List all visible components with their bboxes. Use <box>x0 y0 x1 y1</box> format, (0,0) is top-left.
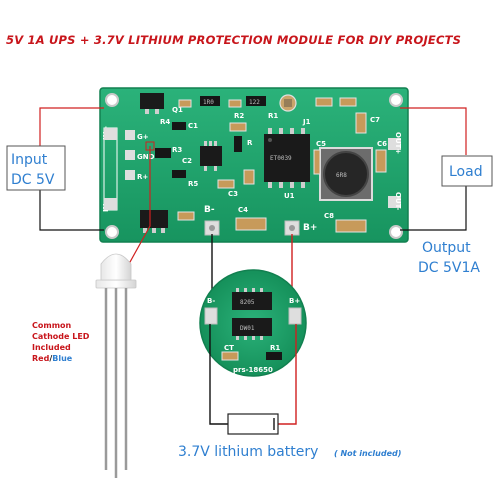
battery-label: 3.7V lithium battery <box>178 444 318 460</box>
battery-symbol <box>227 413 279 435</box>
load-callout-box <box>441 155 493 187</box>
prot-model: prs-18650 <box>233 366 273 374</box>
chip-mark: ET0039 <box>270 155 292 162</box>
mounting-hole <box>389 93 403 107</box>
silk-b-minus: B- <box>204 205 215 215</box>
prot-chip-8205 <box>232 292 272 310</box>
silk-c6: C6 <box>377 140 387 148</box>
resistor-r5 <box>172 170 186 178</box>
mounting-hole <box>105 93 119 107</box>
page-title: 5V 1A UPS + 3.7V LITHIUM PROTECTION MODU… <box>6 33 461 47</box>
pad-r-plus <box>125 170 135 180</box>
silk-r-plus: R+ <box>137 173 148 181</box>
output-minus-wire <box>400 186 467 231</box>
prot-chip-mark-1: 8205 <box>240 299 255 306</box>
silk-u1: U1 <box>284 192 295 200</box>
silk-r4: R4 <box>160 118 170 126</box>
led-note-line2: Cathode LED <box>32 332 90 341</box>
battery-note: ( Not included) <box>334 449 401 458</box>
silk-c8: C8 <box>324 212 334 220</box>
led-note-sep: / <box>49 354 52 363</box>
pad-out-minus <box>388 196 401 208</box>
pad-in-minus <box>104 198 117 210</box>
led-component <box>95 253 137 478</box>
protection-board: B- B+ 8205 DW01 CT R1 prs-18650 <box>199 269 307 377</box>
input-minus-wire <box>39 190 104 231</box>
input-label-line2: DC 5V <box>11 172 55 188</box>
capacitor-top-right <box>315 97 333 107</box>
prot-pad-b-plus <box>288 307 302 325</box>
mounting-hole <box>105 225 119 239</box>
prot-pad-b-minus <box>204 307 218 325</box>
pad-out-plus <box>388 138 401 150</box>
resistor-mark-1r0: 1R0 <box>203 99 214 106</box>
silk-r3: R3 <box>172 146 182 154</box>
silk-r1: R1 <box>268 112 278 120</box>
silk-r2: R2 <box>234 112 244 120</box>
transistor-q1 <box>140 93 164 109</box>
inductor-mark: 6R8 <box>336 172 347 179</box>
input-callout-box <box>6 145 66 191</box>
mosfet-bottom <box>140 210 168 228</box>
prot-silk-ct: CT <box>224 344 234 352</box>
led-note-red: Red <box>32 354 50 363</box>
ups-module-board: Q1 1R0 122 C7 IN+ IN- G+ GND R+ R3 R4 <box>99 87 409 243</box>
load-label: Load <box>449 164 483 180</box>
output-label-line1: Output <box>422 240 471 256</box>
input-label-line1: Input <box>11 152 48 168</box>
resistor-mark-122: 122 <box>249 99 260 106</box>
silk-c5: C5 <box>316 140 326 148</box>
silk-c4: C4 <box>238 206 248 214</box>
pad-in-plus <box>104 128 117 140</box>
prot-silk-b-plus: B+ <box>289 297 300 305</box>
capacitor-c7 <box>355 112 367 134</box>
prot-silk-b-minus: B- <box>207 297 215 305</box>
capacitor-top <box>228 99 242 108</box>
resistor-1r0 <box>200 96 220 106</box>
pad-g-plus <box>125 130 135 140</box>
output-label-line2: DC 5V1A <box>418 260 480 276</box>
pin-out-minus: OUT- <box>394 192 402 210</box>
silk-q1: Q1 <box>172 106 183 114</box>
capacitor-top <box>178 99 192 108</box>
battery-minus-wire <box>209 324 228 425</box>
prot-chip-mark-2: DW01 <box>240 325 255 332</box>
pad-gnd <box>125 150 135 160</box>
output-plus-wire <box>400 107 467 155</box>
resistor-r4 <box>172 122 186 130</box>
capacitor-top-right <box>339 97 357 107</box>
led-note-colors: Red/Blue <box>32 354 73 363</box>
silk-c1: C1 <box>188 122 198 130</box>
pin-out-plus: OUT+ <box>394 132 402 154</box>
silk-b-plus: B+ <box>303 223 317 233</box>
resistor-122 <box>246 96 266 106</box>
electrolytic-capacitor <box>279 94 297 112</box>
silk-gnd: GND <box>137 153 155 161</box>
silk-c3: C3 <box>228 190 238 198</box>
silk-r5: R5 <box>188 180 198 188</box>
led-note-line3: Included <box>32 343 71 352</box>
prot-silk-r1: R1 <box>270 344 280 352</box>
battery-plus-wire <box>278 324 297 425</box>
charge-ic <box>200 146 222 166</box>
led-note-line1: Common <box>32 321 72 330</box>
silk-c2: C2 <box>182 157 192 165</box>
silk-r: R <box>247 139 253 147</box>
silk-c7: C7 <box>370 116 380 124</box>
boost-ic-u1 <box>264 134 310 182</box>
silk-j1: J1 <box>302 118 311 126</box>
resistor-r3 <box>155 148 171 158</box>
prot-chip-dw01 <box>232 318 272 336</box>
led-note-blue: Blue <box>52 354 73 363</box>
silk-g-plus: G+ <box>137 133 149 141</box>
mounting-hole <box>389 225 403 239</box>
input-plus-wire <box>39 107 104 148</box>
